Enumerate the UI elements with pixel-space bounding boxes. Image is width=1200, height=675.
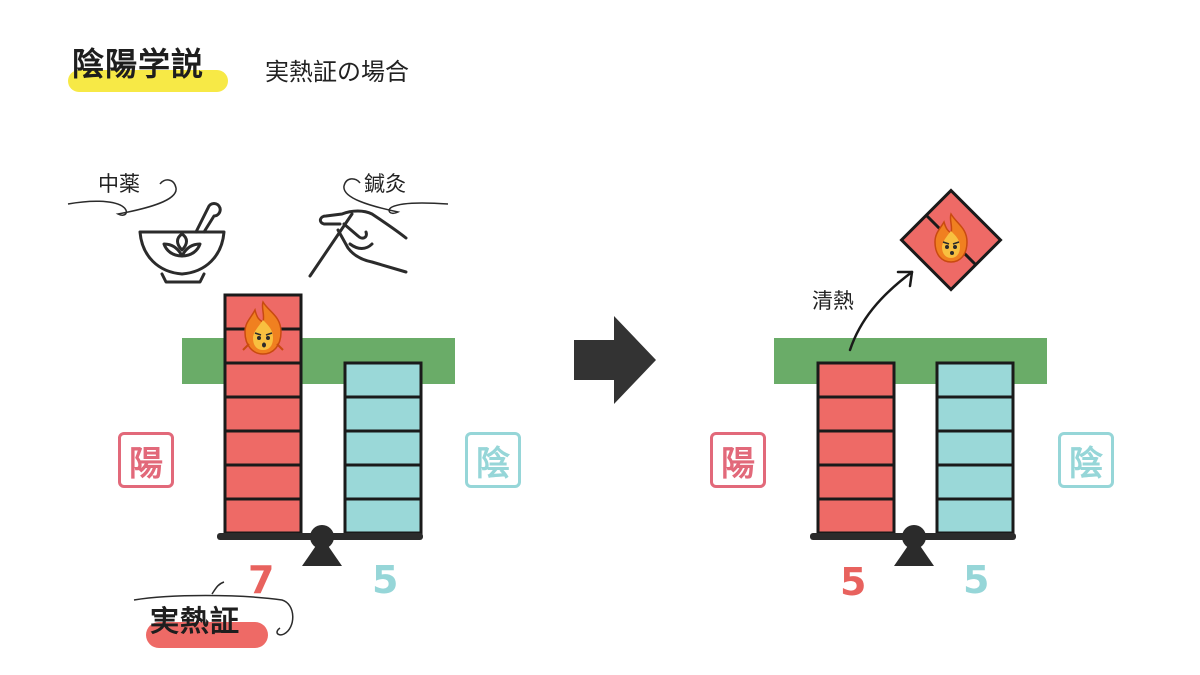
mortar-and-pestle-icon	[138, 202, 226, 284]
heat-clearing-arrow	[848, 270, 914, 352]
page-title: 陰陽学説	[72, 45, 205, 83]
right-yang-column	[816, 361, 896, 535]
action-label: 清熱	[812, 289, 854, 313]
fire-character-icon-right	[934, 212, 968, 263]
right-yin-box: 陰	[1058, 432, 1114, 488]
left-yang-value: 7	[248, 558, 275, 602]
left-yin-value: 5	[372, 558, 399, 602]
herb-speech-line	[67, 179, 177, 216]
right-yin-value: 5	[963, 558, 990, 602]
title-block: 陰陽学説	[68, 40, 228, 92]
right-balance-fulcrum-icon	[810, 525, 1016, 566]
diagnosis-scribble	[133, 594, 294, 636]
fire-character-icon	[242, 300, 284, 355]
right-yin-column	[935, 361, 1015, 535]
right-yang-box: 陽	[710, 432, 766, 488]
left-yin-column	[343, 361, 423, 535]
title-highlight	[68, 70, 228, 92]
diagnosis-tick	[211, 581, 225, 595]
left-balance-fulcrum-icon	[217, 525, 423, 566]
acupuncture-hand-icon	[308, 209, 408, 278]
acupuncture-label: 鍼灸	[364, 172, 406, 196]
diagnosis-highlight	[146, 622, 268, 648]
herb-label: 中薬	[98, 172, 140, 196]
right-yang-value: 5	[840, 560, 867, 604]
left-yin-box: 陰	[465, 432, 521, 488]
left-yang-box: 陽	[118, 432, 174, 488]
page-subtitle: 実熱証の場合	[265, 58, 409, 86]
right-arrow-icon	[574, 316, 656, 404]
acu-speech-line	[343, 178, 449, 215]
diagnosis-label: 実熱証	[150, 604, 241, 638]
